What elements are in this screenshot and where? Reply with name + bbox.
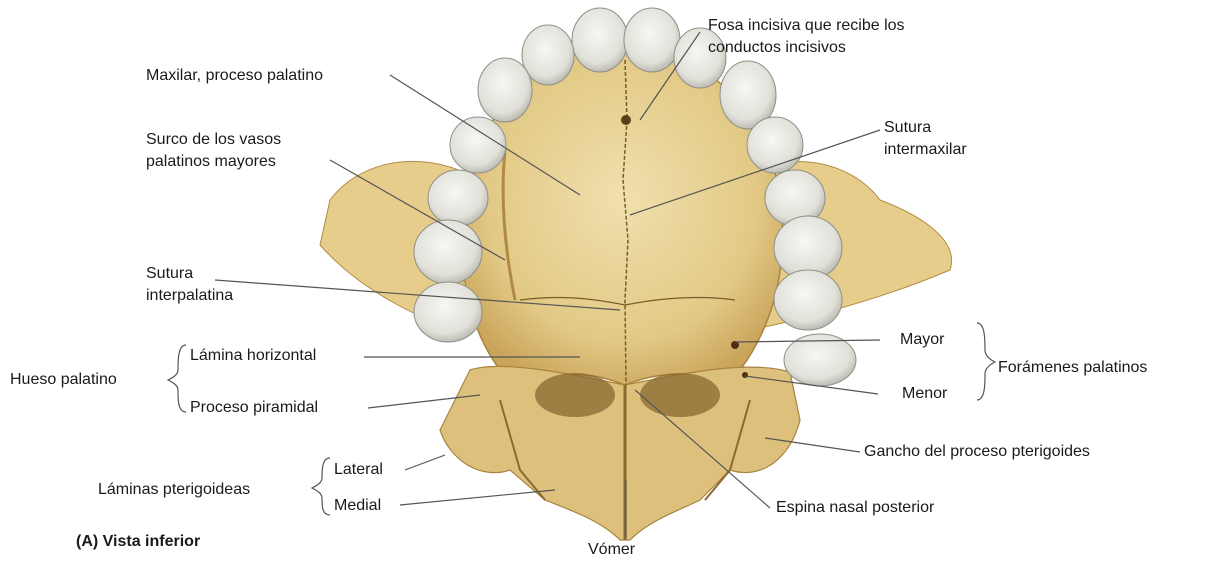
brace-laminas: [312, 458, 330, 515]
label-lamina-horizontal: Lámina horizontal: [190, 346, 316, 366]
lesser-palatine-foramen: [742, 372, 748, 378]
leader-medial: [400, 490, 555, 505]
label-sutura-intermaxilar-line2: intermaxilar: [884, 140, 967, 160]
choana-right: [640, 373, 720, 417]
label-espina-nasal-posterior: Espina nasal posterior: [776, 498, 934, 518]
posterior-skull-base: [440, 366, 800, 540]
incisive-fossa: [621, 115, 631, 125]
tooth-molar-r3: [784, 334, 856, 386]
brace-foramenes: [977, 323, 995, 400]
label-sutura-intermaxilar-line1: Sutura: [884, 118, 931, 138]
label-fosa-incisiva-line2: conductos incisivos: [708, 38, 846, 58]
label-proceso-piramidal: Proceso piramidal: [190, 398, 318, 418]
figure-caption: (A) Vista inferior: [76, 532, 200, 552]
tooth-incisor-1: [572, 8, 628, 72]
label-medial: Medial: [334, 496, 381, 516]
label-surco-line1: Surco de los vasos: [146, 130, 281, 150]
tooth-molar-l1: [414, 220, 482, 284]
choana-left: [535, 373, 615, 417]
label-fosa-incisiva-line1: Fosa incisiva que recibe los: [708, 16, 905, 36]
tooth-premolar-r1: [747, 117, 803, 173]
tooth-premolar-l2: [428, 170, 488, 226]
label-laminas-pterigoideas: Láminas pterigoideas: [98, 480, 250, 500]
label-mayor: Mayor: [900, 330, 944, 350]
brace-hueso-palatino: [168, 345, 186, 412]
label-menor: Menor: [902, 384, 947, 404]
tooth-molar-r2: [774, 270, 842, 330]
tooth-premolar-l1: [450, 117, 506, 173]
label-sutura-interpalatina-line1: Sutura: [146, 264, 193, 284]
tooth-molar-l2: [414, 282, 482, 342]
tooth-incisor-2: [624, 8, 680, 72]
label-lateral: Lateral: [334, 460, 383, 480]
label-foramenes-palatinos: Forámenes palatinos: [998, 358, 1147, 378]
label-sutura-interpalatina-line2: interpalatina: [146, 286, 233, 306]
label-gancho-proceso-pterigoides: Gancho del proceso pterigoides: [864, 442, 1090, 462]
label-maxilar-proceso-palatino: Maxilar, proceso palatino: [146, 66, 323, 86]
label-hueso-palatino: Hueso palatino: [10, 370, 117, 390]
tooth-canine-left: [478, 58, 532, 122]
label-vomer: Vómer: [588, 540, 635, 560]
label-surco-line2: palatinos mayores: [146, 152, 276, 172]
leader-lateral: [405, 455, 445, 470]
